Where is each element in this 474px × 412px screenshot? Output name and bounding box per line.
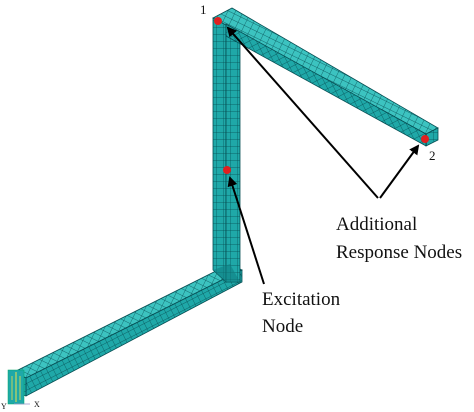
- upper-arm-beam: [212, 7, 439, 147]
- node-2-label: 2: [429, 148, 436, 163]
- arrow-to-excitation-node: [227, 176, 265, 285]
- node-1-label: 1: [200, 2, 207, 17]
- additional-label-line2: Response Nodes: [336, 242, 462, 263]
- excitation-label-line1: Excitation: [262, 289, 341, 310]
- axis-x-label: X: [34, 400, 40, 409]
- additional-label-line1: Additional: [336, 214, 417, 235]
- node-1-marker: [214, 17, 222, 25]
- axis-triad-icon: Y X: [1, 369, 40, 411]
- excitation-label-line2: Node: [262, 316, 303, 337]
- axis-y-label: Y: [1, 402, 7, 411]
- node-2-marker: [421, 135, 429, 143]
- lower-leg-beam: [13, 263, 243, 397]
- vertical-column-beam: [212, 17, 241, 283]
- excitation-node-marker: [223, 166, 231, 174]
- arrow-to-node-1: [226, 26, 379, 199]
- arrow-to-node-2: [379, 144, 420, 199]
